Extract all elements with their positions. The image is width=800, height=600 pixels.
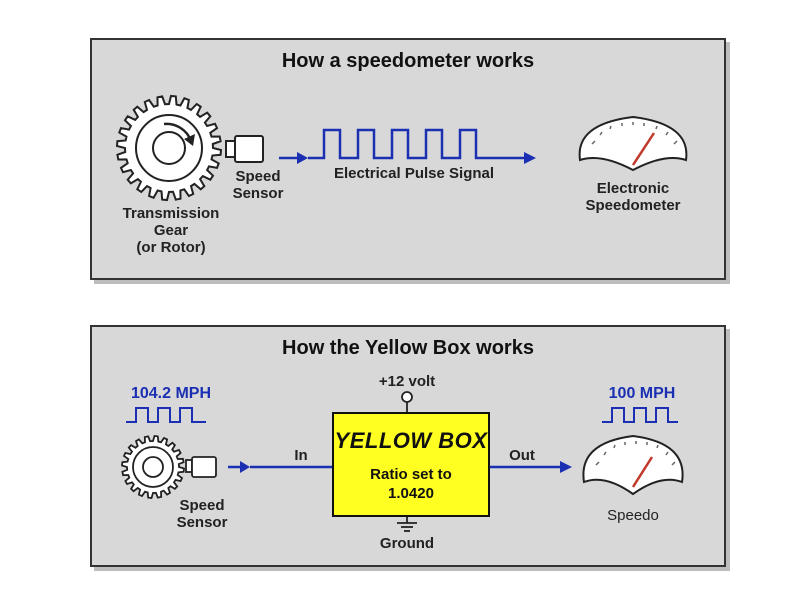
yellow-box-diagram — [121, 391, 684, 532]
signal-label: Electrical Pulse Signal — [333, 165, 495, 182]
panel-title: How the Yellow Box works — [282, 337, 534, 359]
transmission-gear-icon — [115, 94, 223, 202]
sensor-label-line-1: Speed — [179, 497, 225, 514]
gear-label-line-3: (or Rotor) — [136, 239, 206, 256]
panel-title: How a speedometer works — [281, 50, 535, 72]
output-signal-line — [490, 461, 572, 473]
input-signal-line — [228, 461, 332, 473]
ratio-value: 1.0420 — [388, 485, 434, 502]
gear-label: Transmission Gear (or Rotor) — [106, 205, 236, 256]
speedo-label: Speedo — [607, 507, 659, 524]
yellow-box-title: YELLOW BOX — [334, 428, 488, 453]
pulse-signal-line — [279, 128, 536, 164]
yellow-box: YELLOW BOX Ratio set to 1.0420 — [332, 412, 490, 517]
speedometer-label: Electronic Speedometer — [568, 180, 698, 214]
power-terminal-icon — [401, 391, 413, 412]
speedometer-label-line-2: Speedometer — [585, 197, 681, 214]
in-label: In — [294, 447, 308, 464]
sensor-label-line-1: Speed — [235, 168, 281, 185]
sensor-label: Speed Sensor — [220, 168, 296, 202]
gear-label-line-1: Transmission — [122, 205, 220, 222]
speedometer-panel: How a speedometer works — [90, 38, 726, 280]
speed-sensor-icon — [225, 135, 264, 163]
yellow-box-panel: How the Yellow Box works — [90, 325, 726, 567]
input-speed-label: 104.2 MPH — [130, 385, 212, 402]
sensor-label-line-2: Sensor — [232, 185, 284, 202]
speedo-gauge-icon — [582, 434, 684, 496]
input-pulse-icon — [126, 407, 206, 423]
output-pulse-icon — [602, 407, 678, 423]
gear-label-line-2: Gear — [153, 222, 189, 239]
gear-icon — [121, 435, 185, 499]
ratio-label: Ratio set to — [370, 466, 452, 483]
electronic-speedometer-icon — [578, 115, 688, 172]
speed-sensor-icon — [185, 456, 217, 478]
speedometer-label-line-1: Electronic — [596, 180, 670, 197]
out-label: Out — [509, 447, 535, 464]
sensor-label-line-2: Sensor — [176, 514, 228, 531]
ground-label: Ground — [379, 535, 435, 552]
output-speed-label: 100 MPH — [608, 385, 676, 402]
speedometer-diagram — [115, 94, 688, 202]
sensor-label: Speed Sensor — [162, 497, 242, 531]
power-label: +12 volt — [378, 373, 436, 390]
